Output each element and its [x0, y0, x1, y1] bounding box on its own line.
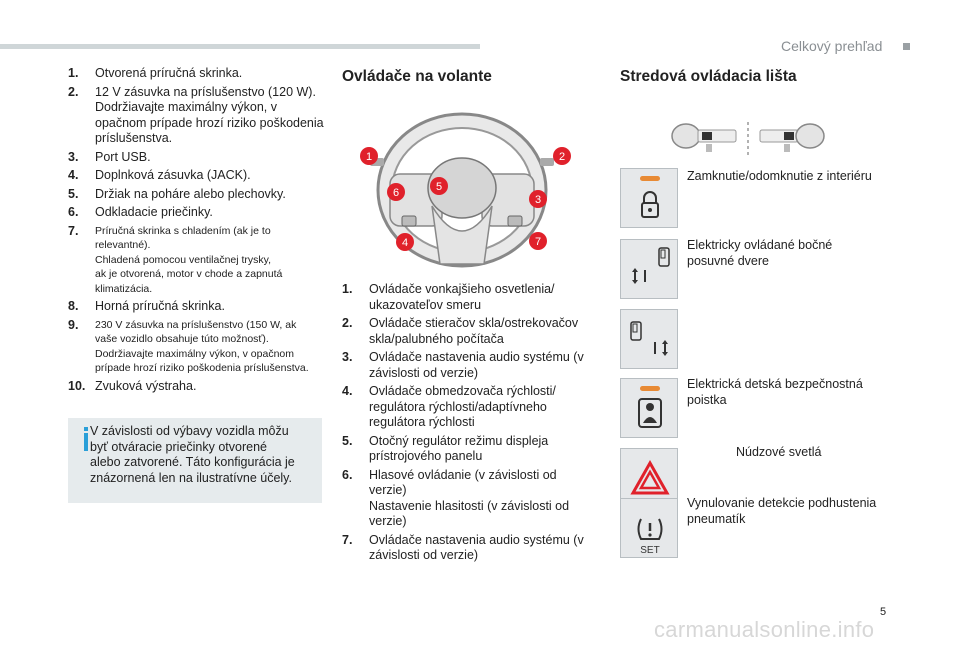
- info-box: V závislosti od výbavy vozidla môžu byť …: [68, 418, 322, 503]
- status-led: [640, 386, 660, 391]
- marker-4: 4: [396, 233, 414, 251]
- set-text: SET: [640, 545, 659, 556]
- item-text: Otočný regulátor režimu displeja prístro…: [369, 433, 549, 464]
- list-item: 3. Ovládače nastavenia audio systému (v z…: [342, 350, 594, 381]
- item-text: Hlasové ovládanie (v závislosti od verzi…: [369, 467, 570, 529]
- info-icon: [84, 427, 88, 451]
- section-title: Celkový prehľad: [781, 38, 883, 54]
- item-number: 10.: [68, 378, 86, 393]
- item-text: Port USB.: [95, 149, 151, 164]
- list-item: 2. 12 V zásuvka na príslušenstvo (120 W).…: [68, 85, 328, 147]
- item-number: 5.: [342, 433, 353, 448]
- svg-text:2: 2: [559, 151, 565, 163]
- item-text: Ovládače vonkajšieho osvetlenia/ ukazova…: [369, 282, 555, 312]
- item-number: 5.: [68, 186, 79, 201]
- item-number: 1.: [342, 282, 353, 296]
- item-text: Ovládače nastavenia audio systému (v záv…: [369, 532, 584, 563]
- steering-controls-list: 1. Ovládače vonkajšieho osvetlenia/ ukazo…: [342, 282, 594, 567]
- list-item: 5. Držiak na poháre alebo plechovky.: [68, 187, 328, 203]
- svg-text:6: 6: [393, 187, 399, 199]
- item-number: 6.: [342, 467, 353, 482]
- item-text: Ovládače nastavenia audio systému (v záv…: [369, 350, 584, 380]
- list-item: 6. Odkladacie priečinky.: [68, 205, 328, 221]
- item-number: 4.: [68, 168, 79, 182]
- sliding-door-label: Elektricky ovládané bočné posuvné dvere: [687, 238, 833, 268]
- item-text: 230 V zásuvka na príslušenstvo (150 W, a…: [95, 318, 309, 375]
- page-number: 5: [880, 606, 887, 618]
- feature-list: 1. Otvorená príručná skrinka. 2. 12 V zásuv…: [68, 66, 328, 394]
- list-item: 3. Port USB.: [68, 150, 328, 166]
- hazard-label: Núdzové svetlá: [736, 445, 822, 459]
- tyre-pressure-icon: SET: [637, 518, 663, 556]
- item-text: Doplnková zásuvka (JACK).: [95, 168, 251, 182]
- item-number: 3.: [342, 350, 353, 364]
- lock-label: Zamknutie/odomknutie z interiéru: [687, 169, 872, 183]
- list-item: 8. Horná príručná skrinka.: [68, 299, 328, 315]
- tyre-pressure-label: Vynulovanie detekcie podhustenia pneumat…: [687, 496, 877, 526]
- list-item: 4. Doplnková zásuvka (JACK).: [68, 168, 328, 184]
- sliding-door-left-icon: [632, 247, 670, 284]
- item-number: 8.: [68, 299, 79, 313]
- steering-title: Ovládače na volante: [342, 68, 492, 85]
- item-text: Držiak na poháre alebo plechovky.: [95, 186, 286, 201]
- sliding-door-left-button[interactable]: [620, 239, 678, 299]
- item-number: 4.: [342, 384, 353, 398]
- list-item: 2. Ovládače stieračov skla/ostrekovačov s…: [342, 316, 594, 347]
- list-item: 7. Ovládače nastavenia audio systému (v z…: [342, 533, 594, 564]
- tyre-pressure-reset-button[interactable]: SET: [620, 498, 678, 558]
- header-bar: [0, 44, 480, 49]
- list-item: 1. Ovládače vonkajšieho osvetlenia/ ukazo…: [342, 282, 594, 313]
- lock-button[interactable]: [620, 168, 678, 228]
- marker-5: 5: [430, 177, 448, 195]
- list-item: 4. Ovládače obmedzovača rýchlosti/ regulá…: [342, 384, 594, 431]
- svg-text:4: 4: [402, 237, 408, 249]
- item-number: 3.: [68, 149, 79, 164]
- item-text: Horná príručná skrinka.: [95, 299, 225, 313]
- steering-wheel-illustration: 1 2 3 4 5 6 7: [360, 106, 571, 271]
- list-item: 1. Otvorená príručná skrinka.: [68, 66, 328, 82]
- child-lock-label: Elektrická detská bezpečnostná poistka: [687, 377, 863, 407]
- header-marker: [903, 43, 910, 50]
- marker-1: 1: [360, 147, 378, 165]
- marker-7: 7: [529, 232, 547, 250]
- item-text: Otvorená príručná skrinka.: [95, 66, 243, 80]
- item-text: 12 V zásuvka na príslušenstvo (120 W). D…: [95, 84, 324, 146]
- item-text: Zvuková výstraha.: [95, 378, 197, 393]
- hazard-icon: [630, 459, 670, 495]
- item-number: 2.: [68, 84, 79, 99]
- lock-icon: [641, 191, 659, 218]
- child-lock-button[interactable]: [620, 378, 678, 438]
- marker-2: 2: [553, 147, 571, 165]
- svg-text:1: 1: [366, 151, 372, 163]
- item-text: Príručná skrinka s chladením (ak je to r…: [95, 224, 283, 295]
- list-item: 5. Otočný regulátor režimu displeja príst…: [342, 434, 594, 465]
- item-text: Odkladacie priečinky.: [95, 205, 213, 219]
- item-number: 1.: [68, 66, 79, 80]
- watermark: carmanualsonline.info: [654, 617, 875, 642]
- list-item: 10. Zvuková výstraha.: [68, 379, 328, 395]
- item-text: Ovládače stieračov skla/ostrekovačov skl…: [369, 316, 579, 346]
- svg-text:5: 5: [436, 181, 442, 193]
- left-column: 1. Otvorená príručná skrinka. 2. 12 V zásuv…: [68, 66, 328, 397]
- child-lock-icon: [638, 398, 662, 428]
- list-item: 7. Príručná skrinka s chladením (ak je to…: [68, 224, 328, 297]
- drive-side-illustration: [668, 122, 828, 156]
- svg-text:3: 3: [535, 194, 541, 206]
- item-number: 7.: [342, 532, 353, 547]
- center-panel-title: Stredová ovládacia lišta: [620, 68, 797, 85]
- sliding-door-right-icon: [630, 321, 668, 356]
- info-text: V závislosti od výbavy vozidla môžu byť …: [90, 424, 295, 485]
- marker-3: 3: [529, 190, 547, 208]
- list-item: 6. Hlasové ovládanie (v závislosti od ver…: [342, 468, 594, 530]
- item-number: 6.: [68, 205, 79, 219]
- item-number: 2.: [342, 316, 353, 330]
- item-text: Ovládače obmedzovača rýchlosti/ reguláto…: [369, 384, 556, 429]
- sliding-door-right-button[interactable]: [620, 309, 678, 369]
- list-item: 9. 230 V zásuvka na príslušenstvo (150 W,…: [68, 318, 328, 376]
- status-led: [640, 176, 660, 181]
- svg-text:7: 7: [535, 236, 541, 248]
- item-number: 7.: [68, 223, 79, 238]
- item-number: 9.: [68, 317, 79, 332]
- marker-6: 6: [387, 183, 405, 201]
